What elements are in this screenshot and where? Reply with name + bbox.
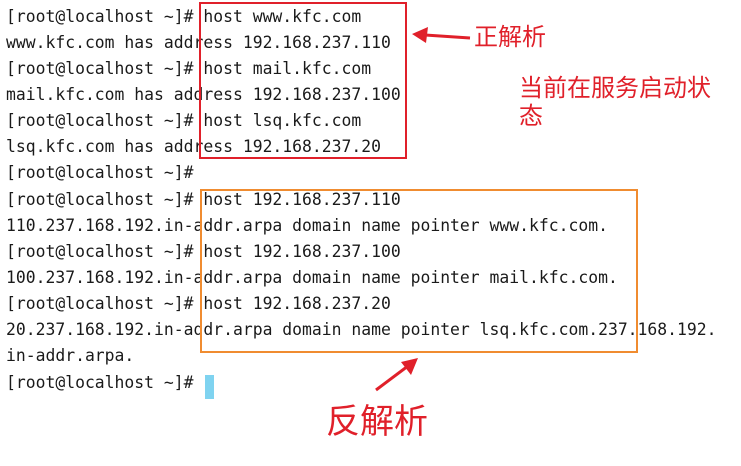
terminal-line-1: [root@localhost ~]# host www.kfc.com — [6, 7, 362, 26]
terminal-line-10: [root@localhost ~]# host 192.168.237.100 — [6, 242, 401, 261]
forward-lookup-label: 正解析 — [474, 23, 546, 51]
terminal-line-14: in-addr.arpa. — [6, 346, 135, 365]
terminal-line-4: mail.kfc.com has address 192.168.237.100 — [6, 85, 401, 104]
service-status-label: 当前在服务启动状态 — [519, 74, 711, 130]
terminal-line-12: [root@localhost ~]# host 192.168.237.20 — [6, 294, 391, 313]
terminal-line-9: 110.237.168.192.in-addr.arpa domain name… — [6, 216, 608, 235]
reverse-lookup-label: 反解析 — [326, 402, 428, 442]
terminal-prompt: [root@localhost ~]# — [6, 373, 194, 392]
terminal-line-2: www.kfc.com has address 192.168.237.110 — [6, 33, 391, 52]
terminal-line-8: [root@localhost ~]# host 192.168.237.110 — [6, 190, 401, 209]
terminal-line-7: [root@localhost ~]# — [6, 163, 194, 182]
terminal-line-5: [root@localhost ~]# host lsq.kfc.com — [6, 111, 362, 130]
terminal-line-6: lsq.kfc.com has address 192.168.237.20 — [6, 137, 381, 156]
terminal-cursor[interactable] — [205, 375, 214, 399]
terminal-line-3: [root@localhost ~]# host mail.kfc.com — [6, 59, 372, 78]
terminal-line-11: 100.237.168.192.in-addr.arpa domain name… — [6, 268, 618, 287]
reverse-lookup-highlight-box — [200, 189, 638, 353]
forward-lookup-highlight-box — [199, 2, 407, 159]
terminal-line-13: 20.237.168.192.in-addr.arpa domain name … — [6, 320, 717, 339]
